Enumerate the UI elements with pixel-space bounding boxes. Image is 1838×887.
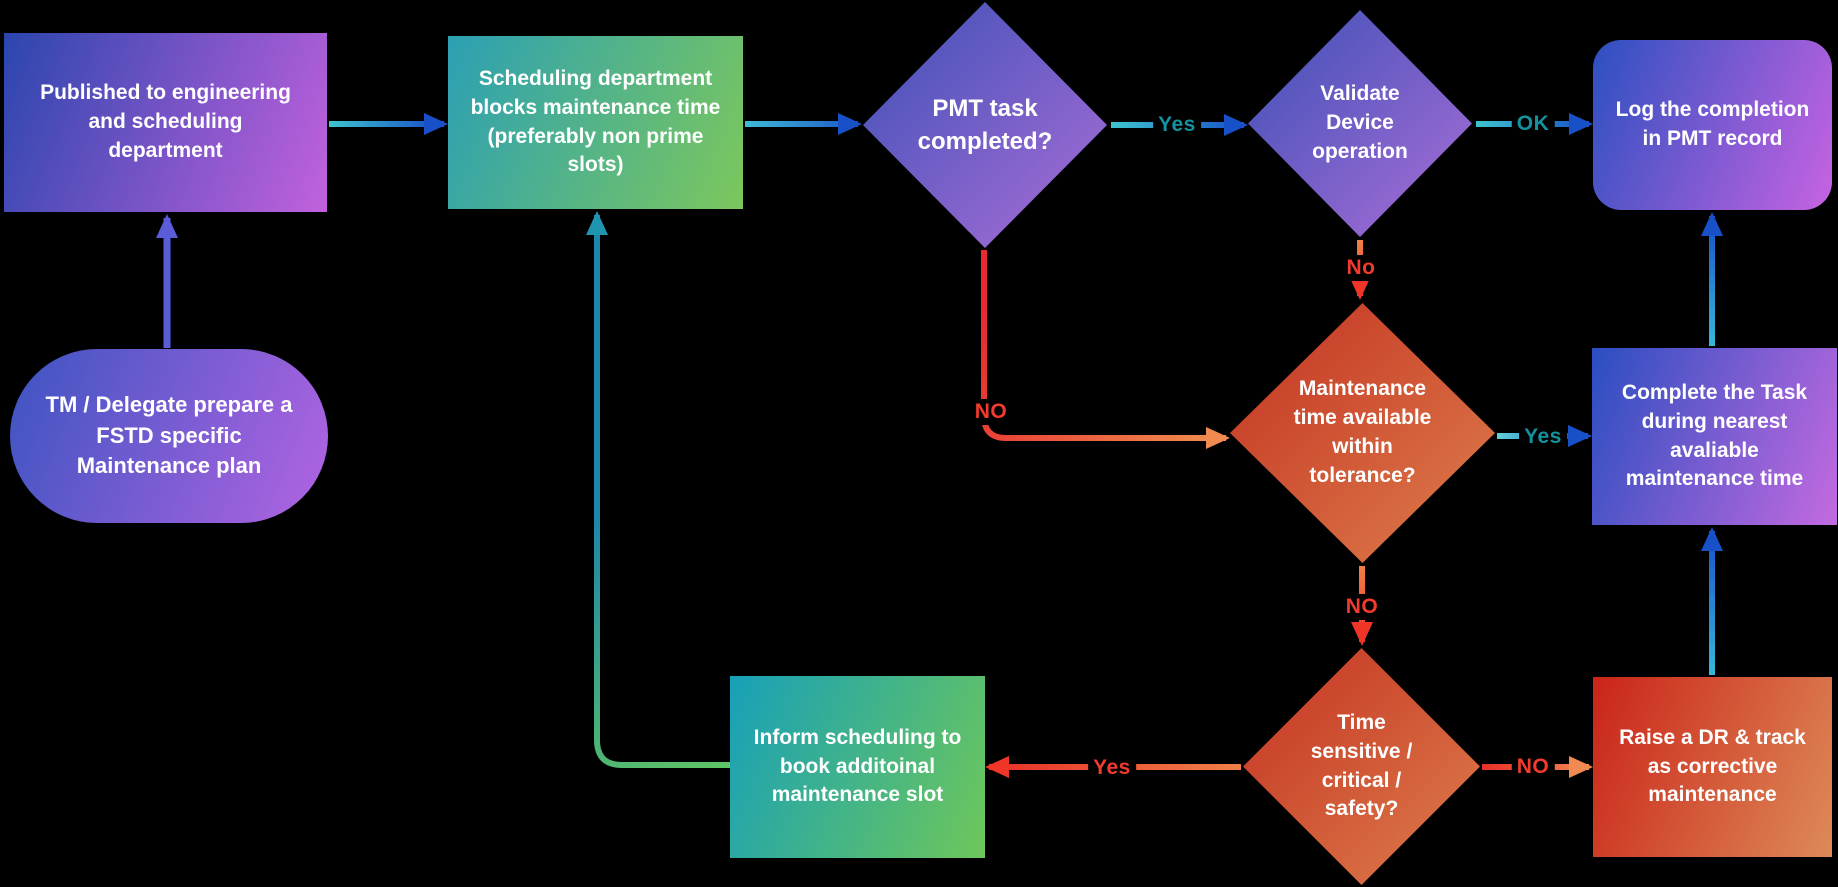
node-log-completion-label: Log the completion in PMT record (1615, 98, 1810, 150)
edge-label-maintenance-no: NO (1340, 594, 1384, 620)
node-validate-device-label: Validate Device operation (1312, 82, 1408, 163)
node-inform-scheduling-label: Inform scheduling to book additoinal mai… (753, 725, 962, 807)
edge-label-pmt-no: NO (969, 399, 1013, 425)
node-complete-task-label: Complete the Task during nearest avaliab… (1621, 380, 1808, 491)
node-maintenance-time-label: Maintenance time available within tolera… (1293, 377, 1432, 487)
node-raise-dr: Raise a DR & track as corrective mainten… (1593, 677, 1832, 857)
edge-label-pmt-yes: Yes (1153, 112, 1201, 138)
edge-inform-to-scheduling (586, 211, 730, 768)
node-raise-dr-label: Raise a DR & track as corrective mainten… (1619, 725, 1806, 807)
edge-label-validate-no: No (1341, 255, 1381, 281)
node-pmt-completed-label: PMT task completed? (917, 94, 1053, 155)
node-published-label: Published to engineering and scheduling … (40, 81, 291, 162)
edge-label-validate-ok: OK (1511, 111, 1555, 137)
edge-label-time-yes: Yes (1088, 755, 1136, 781)
node-inform-scheduling: Inform scheduling to book additoinal mai… (730, 676, 985, 858)
node-scheduling: Scheduling department blocks maintenance… (448, 36, 743, 209)
node-tm-delegate-label: TM / Delegate prepare a FSTD specific Ma… (45, 392, 293, 479)
node-scheduling-label: Scheduling department blocks maintenance… (470, 66, 721, 177)
edge-label-maintenance-yes: Yes (1519, 424, 1567, 450)
node-log-completion: Log the completion in PMT record (1593, 40, 1832, 210)
node-time-sensitive-label: Time sensitive / critical / safety? (1310, 710, 1413, 821)
edge-pmt-no-to-maintenance (981, 250, 1230, 449)
node-tm-delegate: TM / Delegate prepare a FSTD specific Ma… (10, 349, 328, 523)
edge-label-time-no: NO (1511, 754, 1555, 780)
node-complete-task: Complete the Task during nearest avaliab… (1592, 348, 1837, 525)
node-published: Published to engineering and scheduling … (4, 33, 327, 212)
